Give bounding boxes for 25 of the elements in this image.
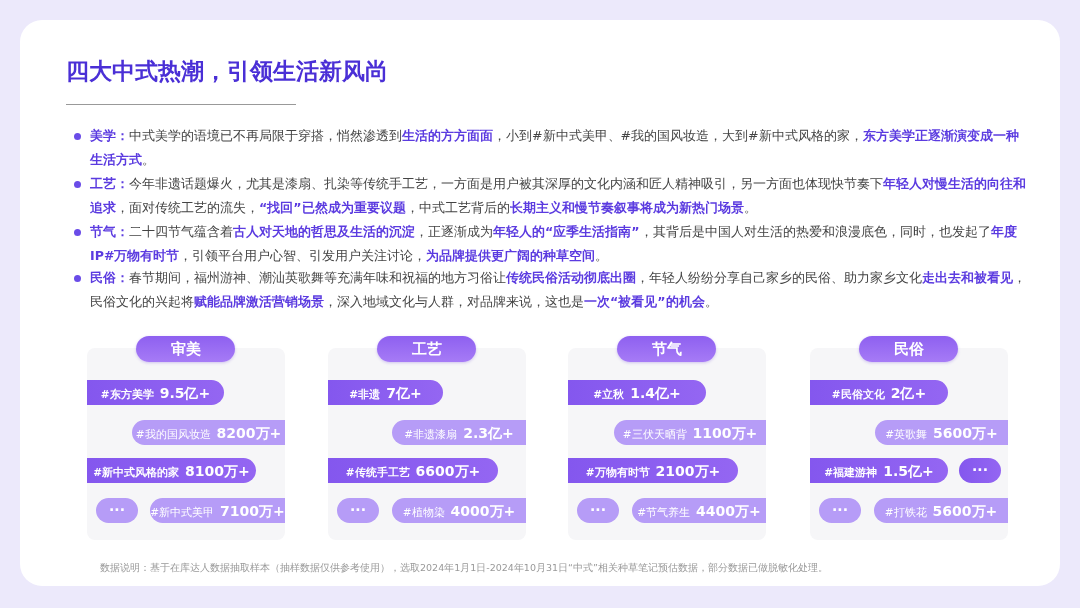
tag-pill: #新中式风格的家 8100万+ xyxy=(87,458,256,483)
tag-pill: #民俗文化 2亿+ xyxy=(810,380,948,405)
paragraph: 节气：二十四节气蕴含着古人对天地的哲思及生活的沉淀，正逐渐成为年轻人的“应季生活指南”，其背后是中国人对生活的热爱和浪漫底色，同时，也发起了年度IP#万物有时节，引领平台用户心智、引发用户关注讨论，为品牌提供更广阔的种草空间。 xyxy=(90,223,1018,265)
tag-pill: #福建游神 1.5亿+ xyxy=(810,458,948,483)
category-pill: 工艺 xyxy=(377,336,476,362)
category-pill: 审美 xyxy=(136,336,235,362)
tag-pill: #传统手工艺 6600万+ xyxy=(328,458,498,483)
paragraph: 民俗：春节期间，福州游神、潮汕英歌舞等充满年味和祝福的地方习俗让传统民俗活动彻底出圈，年轻人纷纷分享自己家乡的民俗、助力家乡文化走出去和被看见，民俗文化的兴起将赋能品牌激活营销场景，深入地域文化与人群，对品牌来说，这也是一次“被看见”的机会。 xyxy=(90,269,1027,311)
tag-pill: #非遗 7亿+ xyxy=(328,380,443,405)
title: 四大中式热潮，引领生活新风尚 xyxy=(66,57,388,86)
tag-pill: #新中式美甲 7100万+ xyxy=(150,498,285,523)
tag-pill: #非遗漆扇 2.3亿+ xyxy=(392,420,526,445)
tag-pill: #万物有时节 2100万+ xyxy=(568,458,738,483)
paragraph: 工艺：今年非遗话题爆火，尤其是漆扇、扎染等传统手工艺，一方面是用户被其深厚的文化内涵和匠人精神吸引，另一方面也体现快节奏下年轻人对慢生活的向往和追求，面对传统工艺的流失，“找回”已然成为重要议题，中式工艺背后的长期主义和慢节奏叙事将成为新热门场景。 xyxy=(90,175,1027,217)
tag-pill: #植物染 4000万+ xyxy=(392,498,526,523)
tag-pill: #我的国风妆造 8200万+ xyxy=(132,420,285,445)
category-pill: 节气 xyxy=(617,336,716,362)
category-pill: 民俗 xyxy=(859,336,958,362)
tag-pill: #打铁花 5600万+ xyxy=(874,498,1008,523)
tag-pill: #立秋 1.4亿+ xyxy=(568,380,706,405)
tag-pill: #节气养生 4400万+ xyxy=(632,498,766,523)
tag-pill: #东方美学 9.5亿+ xyxy=(87,380,224,405)
tag-pill: #英歌舞 5600万+ xyxy=(875,420,1008,445)
footnote: 数据说明：基于在库达人数据抽取样本（抽样数据仅供参考使用），选取2024年1月1日-2024年10月31日“中式”相关种草笔记预估数据，部分数据已做脱敏化处理。 xyxy=(100,562,828,575)
paragraph: 美学：中式美学的语境已不再局限于穿搭，悄然渗透到生活的方方面面，小到#新中式美甲、#我的国风妆造，大到#新中式风格的家，东方美学正逐渐演变成一种生活方式。 xyxy=(90,127,1020,169)
